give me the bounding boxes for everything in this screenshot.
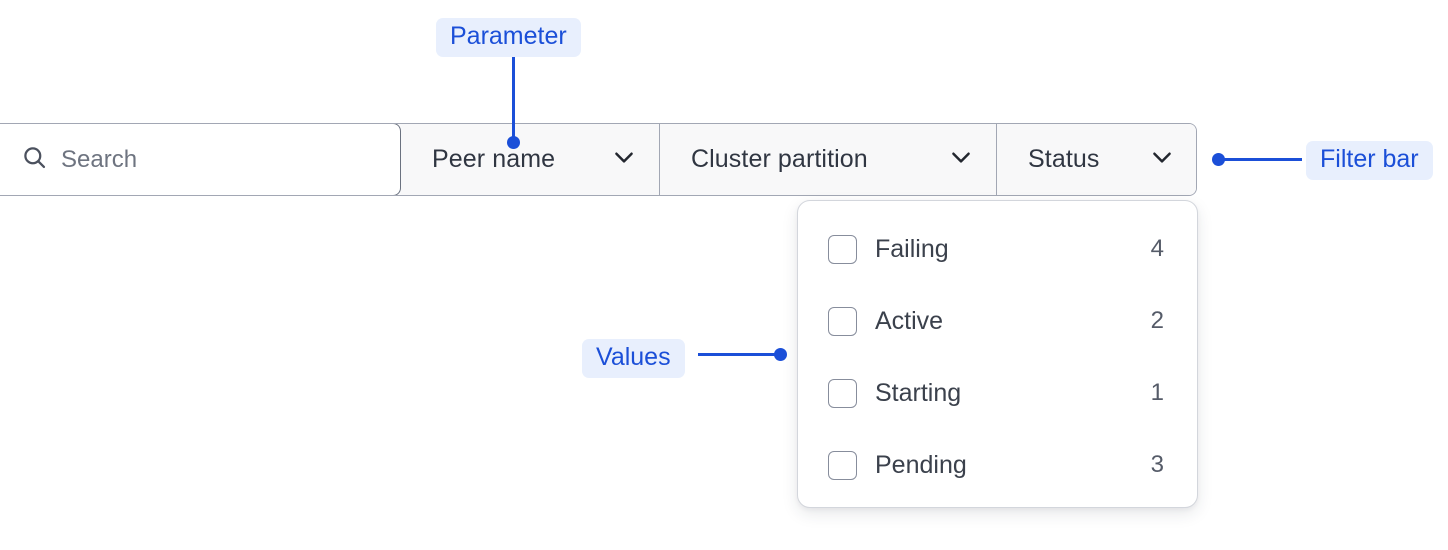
option-label: Failing bbox=[875, 234, 949, 263]
list-item[interactable]: Starting 1 bbox=[798, 357, 1197, 429]
filter-dropdown-cluster-partition[interactable]: Cluster partition bbox=[660, 124, 997, 195]
annotation-dot-parameter bbox=[507, 136, 520, 149]
filter-dropdown-status[interactable]: Status bbox=[997, 124, 1196, 195]
chevron-down-icon bbox=[611, 144, 637, 175]
checkbox-starting[interactable] bbox=[828, 378, 857, 408]
list-item[interactable]: Failing 4 bbox=[798, 213, 1197, 285]
search-input[interactable] bbox=[61, 145, 361, 174]
chevron-down-icon bbox=[948, 144, 974, 175]
chevron-down-icon bbox=[1149, 144, 1175, 175]
search-field[interactable] bbox=[0, 124, 401, 195]
option-count: 1 bbox=[1150, 379, 1164, 406]
filter-dropdown-peer-name-label: Peer name bbox=[432, 145, 556, 173]
option-count: 3 bbox=[1150, 451, 1164, 478]
filter-dropdown-cluster-partition-label: Cluster partition bbox=[691, 145, 868, 173]
annotation-leader-line-parameter bbox=[512, 57, 515, 143]
annotation-dot-filter-bar bbox=[1212, 153, 1225, 166]
annotation-values: Values bbox=[582, 339, 685, 378]
option-label: Starting bbox=[875, 378, 962, 407]
checkbox-failing[interactable] bbox=[828, 234, 857, 264]
status-dropdown-panel: Failing 4 Active 2 Starting 1 Pending 3 bbox=[797, 200, 1198, 508]
checkbox-active[interactable] bbox=[828, 306, 857, 336]
annotation-parameter: Parameter bbox=[436, 18, 581, 57]
search-icon bbox=[21, 144, 48, 176]
annotation-leader-line-filter-bar bbox=[1224, 158, 1302, 161]
option-label: Pending bbox=[875, 450, 967, 479]
checkbox-pending[interactable] bbox=[828, 450, 857, 480]
option-label: Active bbox=[875, 306, 944, 335]
list-item[interactable]: Active 2 bbox=[798, 285, 1197, 357]
annotation-leader-line-values bbox=[698, 353, 776, 356]
list-item[interactable]: Pending 3 bbox=[798, 429, 1197, 501]
annotation-filter-bar: Filter bar bbox=[1306, 141, 1433, 180]
option-count: 2 bbox=[1150, 307, 1164, 334]
option-count: 4 bbox=[1150, 235, 1164, 262]
filter-dropdown-status-label: Status bbox=[1028, 145, 1100, 173]
filter-bar: Peer name Cluster partition Status bbox=[0, 123, 1197, 196]
filter-dropdown-peer-name[interactable]: Peer name bbox=[401, 124, 660, 195]
annotation-dot-values bbox=[774, 348, 787, 361]
